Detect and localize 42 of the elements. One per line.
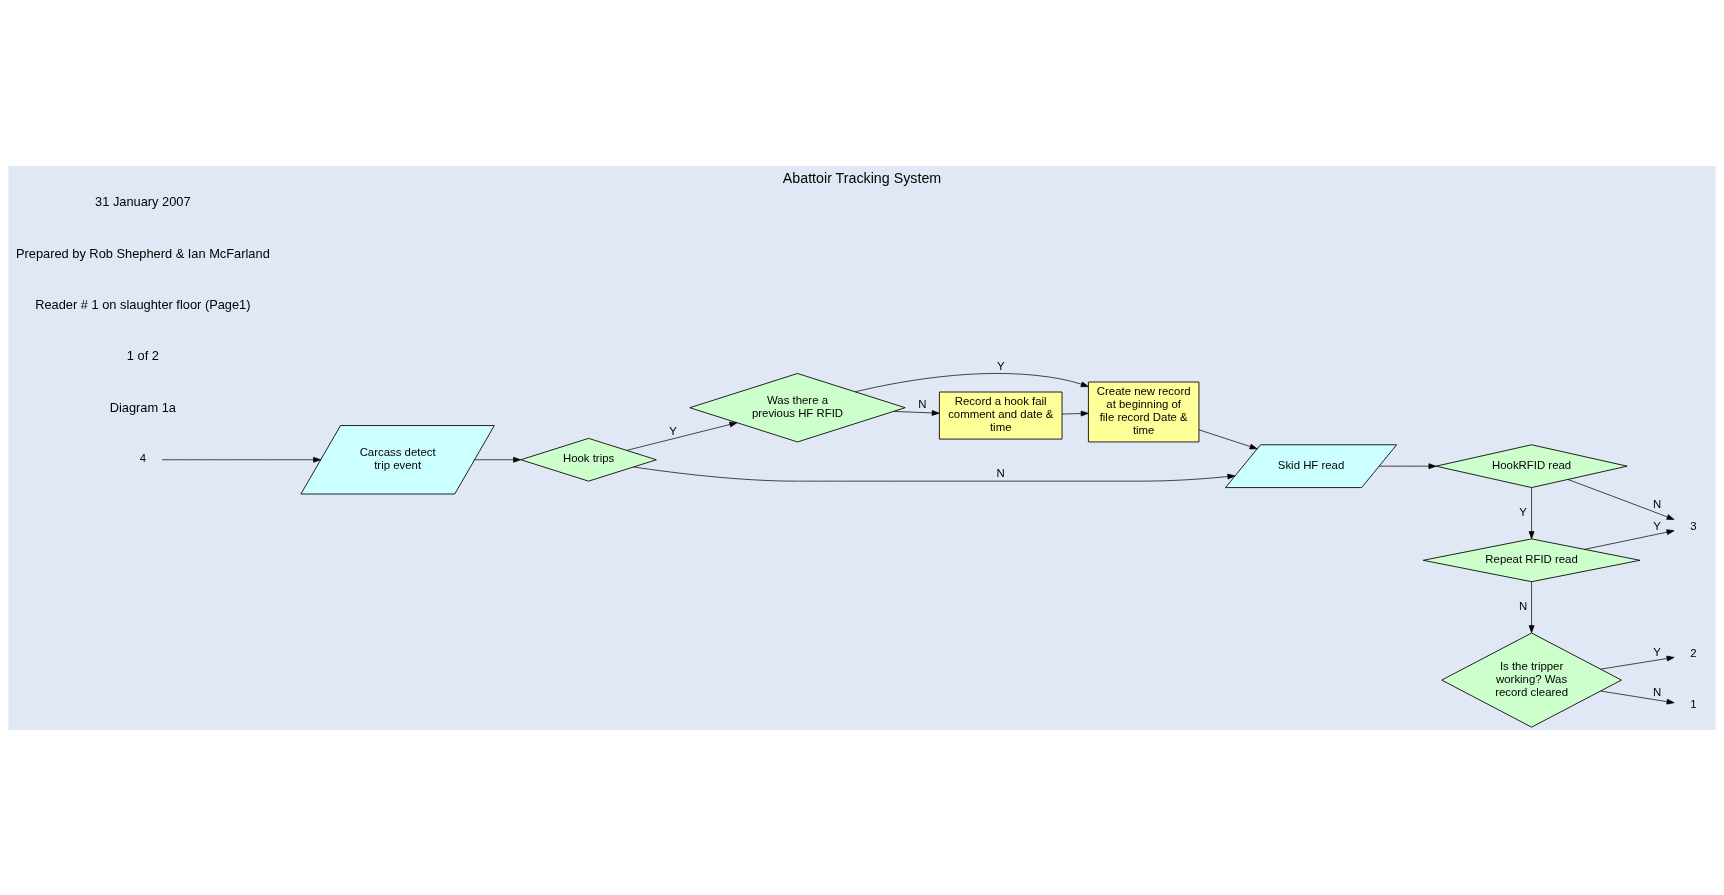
arrow xyxy=(1567,478,1675,520)
node-diamond: Repeat RFID read xyxy=(1422,538,1641,582)
node-diamond: Is the tripper working? Was record cleared xyxy=(1441,632,1622,728)
edge-label: N xyxy=(1652,685,1662,698)
arrow xyxy=(1378,462,1437,469)
arrow xyxy=(1528,486,1535,539)
arrow xyxy=(1061,410,1089,416)
arrow xyxy=(474,456,521,463)
node-text: 4 xyxy=(139,451,147,464)
edge-label: Y xyxy=(1653,519,1661,532)
arrow xyxy=(626,421,738,451)
arrow xyxy=(1600,655,1675,669)
node-diamond: Was there a previous HF RFID xyxy=(689,372,906,442)
arrow xyxy=(1600,690,1675,704)
arrow xyxy=(893,409,940,416)
edge-label: N xyxy=(1652,497,1662,510)
arrow xyxy=(633,466,1236,481)
diagram-title: Abattoir Tracking System xyxy=(782,169,942,186)
edge-label: Y xyxy=(1519,505,1527,518)
label: Reader # 1 on slaughter floor (Page1) xyxy=(35,296,251,312)
edge-label: Y xyxy=(996,359,1005,372)
label: Diagram 1a xyxy=(109,399,177,415)
node-diamond: HookRFID read xyxy=(1435,443,1628,488)
edge-label: N xyxy=(1518,599,1528,612)
node-box: Record a hook fail comment and date & time xyxy=(938,391,1063,439)
label: 1 of 2 xyxy=(126,347,159,363)
node-text: 3 xyxy=(1690,519,1697,531)
node-text: 1 xyxy=(1690,697,1697,710)
label: 31 January 2007 xyxy=(95,193,191,209)
arrow xyxy=(1528,580,1535,633)
arrow xyxy=(1198,428,1258,449)
edge-label: N xyxy=(996,466,1005,479)
node-diamond: Hook trips xyxy=(520,437,657,482)
arrow xyxy=(1584,528,1675,550)
edge-label: Y xyxy=(1653,645,1661,658)
label: Prepared by Rob Shepherd & Ian McFarland xyxy=(15,245,270,261)
arrow xyxy=(161,456,321,463)
arrow xyxy=(854,372,1089,392)
node-box: Create new record at beginning of file record Date & time xyxy=(1088,381,1200,442)
edge-label: Y xyxy=(669,424,677,437)
edge-label: N xyxy=(918,397,927,410)
node-text: 2 xyxy=(1690,646,1697,659)
